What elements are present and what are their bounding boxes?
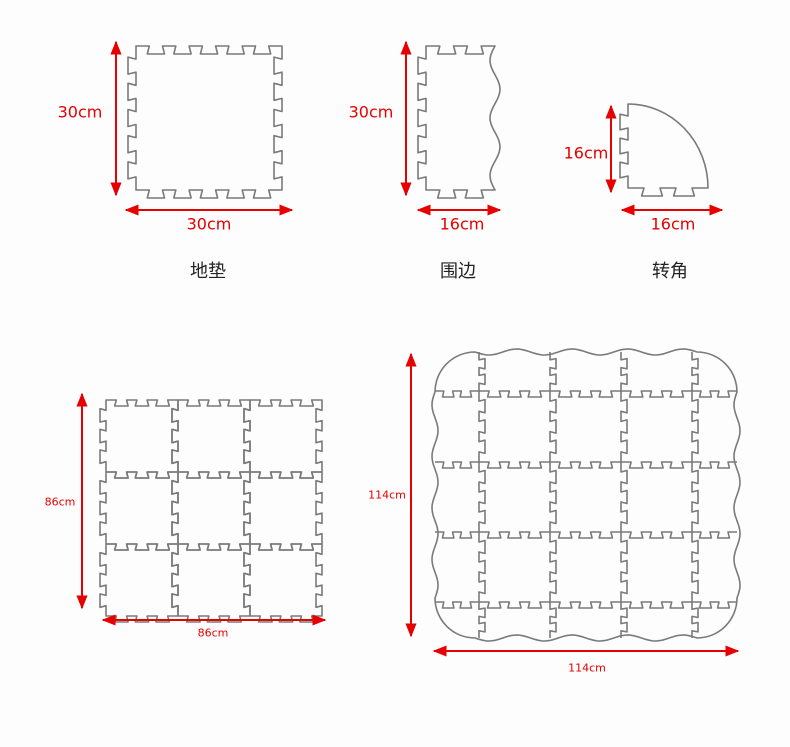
tile-joint — [478, 462, 486, 532]
tile-joint — [549, 391, 557, 462]
tile-joint — [620, 532, 628, 602]
mat-tile — [243, 543, 323, 623]
corner-caption: 转角 — [652, 261, 688, 282]
mat-tile — [99, 471, 179, 551]
corner-height-label: 16cm — [563, 143, 609, 163]
tile-joint — [620, 462, 628, 532]
large-mat-height-label: 114cm — [368, 488, 406, 502]
corner-width-label: 16cm — [650, 214, 696, 234]
tile-joint — [691, 352, 699, 391]
tile-joint — [620, 391, 628, 462]
tile-joint — [435, 461, 479, 469]
floor-mat-piece — [127, 45, 283, 199]
tile-joint — [621, 461, 692, 469]
large-mat-width-label: 114cm — [568, 661, 606, 675]
tile-joint — [549, 462, 557, 532]
tile-joint — [478, 352, 486, 391]
border-height-label: 30cm — [348, 102, 394, 122]
tile-joint — [621, 531, 692, 539]
border-width-label: 16cm — [439, 214, 485, 234]
tile-joint — [692, 461, 737, 469]
small-mat-width-label: 86cm — [197, 626, 229, 640]
mat-tile — [99, 399, 179, 479]
small-mat-height-label: 86cm — [44, 495, 76, 509]
large-mat-outline — [431, 348, 741, 642]
tile-joint — [478, 391, 486, 462]
tile-joint — [478, 532, 486, 602]
tile-joint — [550, 390, 621, 398]
mat-tile — [171, 471, 251, 551]
tile-joint — [478, 602, 486, 638]
tile-joint — [691, 532, 699, 602]
tile-joint — [621, 390, 692, 398]
tile-joint — [479, 601, 550, 609]
tile-joint — [620, 352, 628, 391]
mat-tile — [171, 543, 251, 623]
floor-mat-width-label: 30cm — [186, 214, 232, 234]
border-piece — [417, 45, 501, 199]
tile-joint — [435, 390, 479, 398]
tile-joint — [550, 531, 621, 539]
tile-joint — [692, 601, 737, 609]
tile-joint — [435, 531, 479, 539]
corner-piece — [619, 103, 709, 197]
tile-joint — [479, 531, 550, 539]
tile-joint — [691, 602, 699, 638]
floor-mat-caption: 地垫 — [190, 261, 226, 282]
tile-joint — [549, 532, 557, 602]
mat-tile — [171, 399, 251, 479]
mat-tile — [243, 471, 323, 551]
tile-joint — [692, 390, 737, 398]
tile-joint — [620, 602, 628, 638]
tile-joint — [691, 391, 699, 462]
border-caption: 围边 — [440, 261, 476, 282]
tile-joint — [621, 601, 692, 609]
tile-joint — [691, 462, 699, 532]
tile-joint — [549, 352, 557, 391]
tile-joint — [550, 461, 621, 469]
mat-tile — [99, 543, 179, 623]
tile-joint — [479, 390, 550, 398]
floor-mat-height-label: 30cm — [57, 102, 103, 122]
tile-joint — [550, 601, 621, 609]
tile-joint — [692, 531, 737, 539]
tile-joint — [479, 461, 550, 469]
tile-joint — [435, 601, 479, 609]
mat-tile — [243, 399, 323, 479]
tile-joint — [549, 602, 557, 638]
